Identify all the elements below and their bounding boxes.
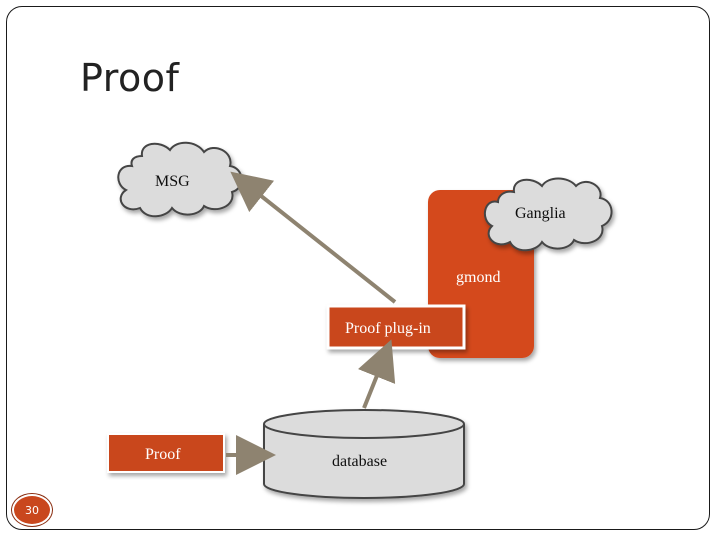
slide-title: Proof [80, 56, 180, 100]
arrow-plugin-to-msg [230, 171, 397, 304]
database-cylinder: database [263, 409, 465, 499]
proof-label: Proof [145, 446, 181, 463]
database-label: database [332, 453, 387, 470]
proof-plugin-label: Proof plug-in [345, 320, 431, 337]
gmond-label: gmond [456, 269, 500, 286]
arrow-database-to-plugin [358, 339, 396, 409]
msg-label: MSG [155, 173, 190, 190]
proof-box: Proof [107, 433, 225, 473]
ganglia-cloud: Ganglia [483, 177, 613, 252]
msg-cloud: MSG [117, 141, 243, 218]
ganglia-label: Ganglia [515, 205, 566, 222]
proof-plugin-box: Proof plug-in [326, 304, 466, 350]
page-number-badge: 30 [12, 494, 52, 526]
